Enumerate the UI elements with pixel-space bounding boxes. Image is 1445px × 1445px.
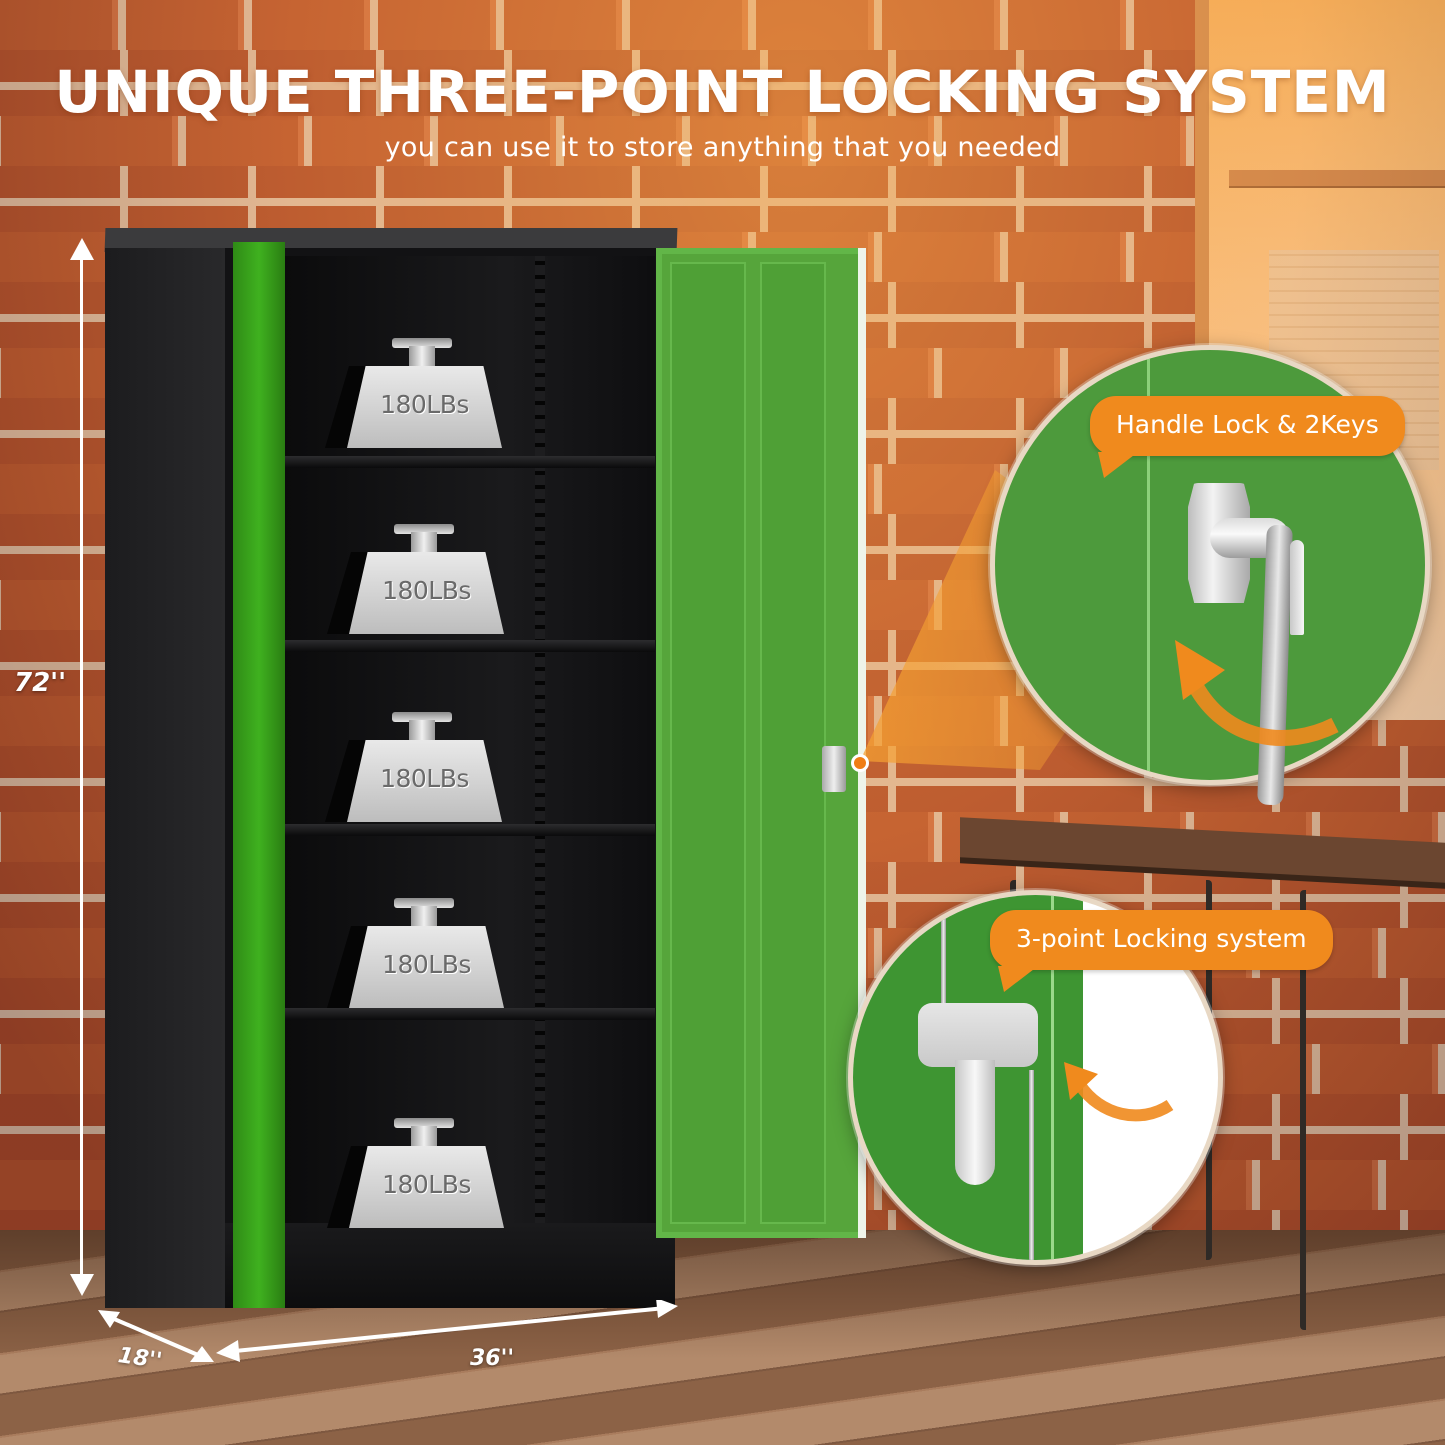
latch-marker-dot <box>851 754 869 772</box>
weight-label: 180LBs <box>380 390 469 419</box>
weight-180lbs: 180LBs <box>327 524 514 634</box>
weight-label: 180LBs <box>382 950 471 979</box>
width-label: 36'' <box>470 1346 515 1371</box>
weight-label: 180LBs <box>382 1170 471 1199</box>
arrow-up-icon <box>70 238 94 260</box>
rotate-arrow-icon <box>1064 1062 1174 1122</box>
right-door-open <box>656 248 866 1238</box>
stool-frame <box>1300 890 1445 1330</box>
lower-lock-rod <box>1029 1070 1034 1260</box>
cabinet-side <box>105 248 235 1308</box>
left-door <box>233 242 285 1308</box>
weight-180lbs: 180LBs <box>327 898 514 1008</box>
weight-180lbs: 180LBs <box>325 712 512 822</box>
arrow-down-icon <box>70 1274 94 1296</box>
cabinet-base <box>225 1223 675 1308</box>
latch-icon <box>918 1003 1038 1067</box>
shelf <box>283 640 655 652</box>
weight-180lbs: 180LBs <box>327 1118 514 1228</box>
storage-cabinet: 180LBs 180LBs 180LBs 180LBs 180LBs <box>104 228 678 1308</box>
key-icon <box>1290 540 1304 635</box>
headline-title: UNIQUE THREE-POINT LOCKING SYSTEM <box>54 58 1391 126</box>
shelf <box>283 456 655 468</box>
height-label: 72'' <box>14 668 67 698</box>
shelf-rail <box>535 256 545 1241</box>
weight-label: 180LBs <box>382 576 471 605</box>
upper-lock-rod <box>941 895 946 1025</box>
weight-180lbs: 180LBs <box>325 338 512 448</box>
weight-label: 180LBs <box>380 764 469 793</box>
latch-handle <box>955 1060 995 1185</box>
headline-subtitle: you can use it to store anything that yo… <box>384 132 1061 163</box>
floor-dimension-arrows <box>98 1300 678 1362</box>
callout-handle-lock: Handle Lock & 2Keys <box>1090 396 1405 478</box>
callout-three-point-locking: 3-point Locking system <box>990 910 1333 992</box>
rotate-arrow-icon <box>1175 640 1339 746</box>
shelf <box>283 824 655 836</box>
shelf <box>283 1008 655 1020</box>
door-latch <box>822 746 846 792</box>
height-dimension-line <box>80 250 83 1285</box>
